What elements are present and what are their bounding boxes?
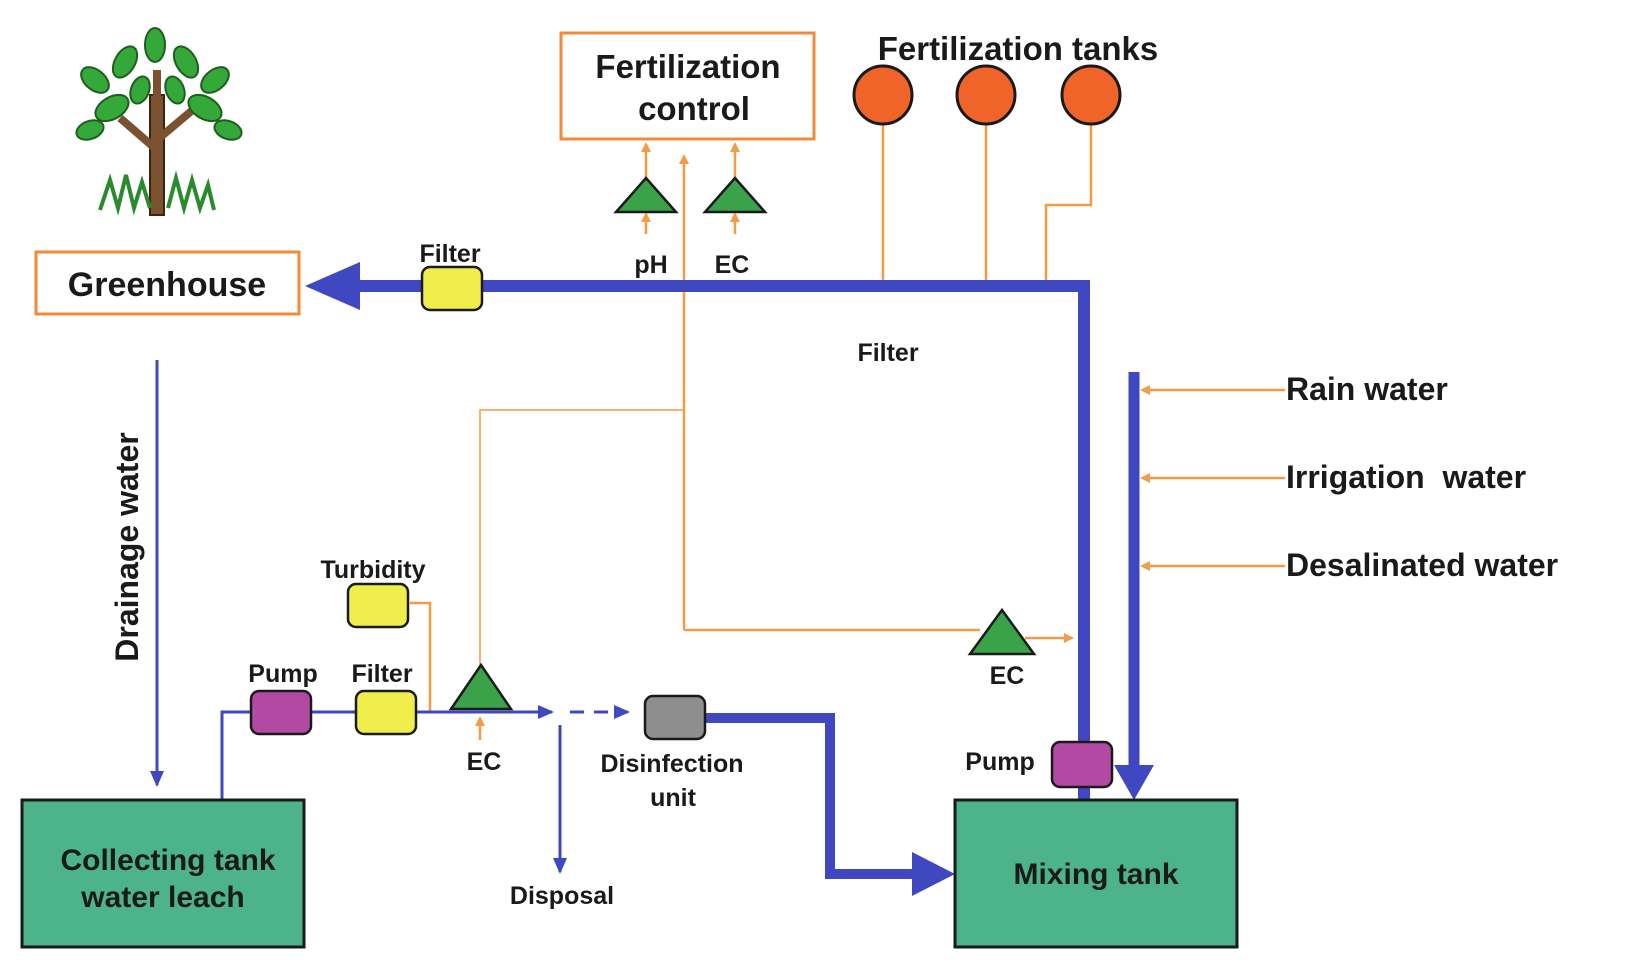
signal-lines [410,120,1285,740]
ec-top-label: EC [715,251,750,279]
pump-right-label: Pump [965,748,1034,776]
collecting-tank: Collecting tank water leach [20,798,306,949]
collecting-tank-line2: water leach [80,881,244,914]
sensors [448,176,1037,711]
filter-top-label: Filter [419,240,480,268]
pump-right [1050,740,1114,789]
fertilization-control-box: Fertilization control [559,31,816,141]
filter-bottom [354,689,418,736]
mixing-tank: Mixing tank [953,798,1239,949]
tree-icon [75,27,243,216]
fertilization-tank-1 [852,64,914,126]
irrigation-water-label: Irrigation water [1286,459,1526,495]
greenhouse-arrow [305,262,360,310]
fertilization-tank-2 [955,64,1017,126]
disinfection-unit [643,694,707,741]
ph-label: pH [634,251,667,279]
fertilization-control-line2: control [638,90,750,127]
disposal-label: Disposal [510,882,614,910]
ec-bottom-label: EC [467,748,502,776]
ec-sensor-top [702,176,768,214]
ec-sensor-right [967,607,1037,656]
drainage-water-label: Drainage water [109,432,145,661]
turbidity-label: Turbidity [320,556,425,584]
ph-sensor [613,176,679,214]
pipes [150,262,1154,896]
fertilization-tanks [852,64,1122,126]
filter-mid-label: Filter [857,339,918,367]
disinfection-line2: unit [650,784,696,812]
turbidity-sensor [346,582,410,629]
fertilization-control-line1: Fertilization [595,48,780,85]
filter-bottom-label: Filter [351,660,412,688]
disinfection-line1: Disinfection [600,750,743,778]
filter-top [420,265,484,312]
fertilization-tanks-label: Fertilization tanks [878,30,1159,67]
collecting-tank-line1: Collecting tank [60,844,275,877]
ec-sensor-bottom [448,662,514,711]
fertilization-tank-3 [1060,64,1122,126]
rain-water-label: Rain water [1286,371,1448,407]
ec-right-label: EC [990,662,1025,690]
pump-left-label: Pump [248,660,317,688]
greenhouse-label: Greenhouse [68,266,266,304]
mixing-tank-label: Mixing tank [1013,858,1178,891]
greenhouse-box: Greenhouse [34,250,301,316]
pump-left [249,689,313,736]
desalinated-water-label: Desalinated water [1286,547,1558,583]
